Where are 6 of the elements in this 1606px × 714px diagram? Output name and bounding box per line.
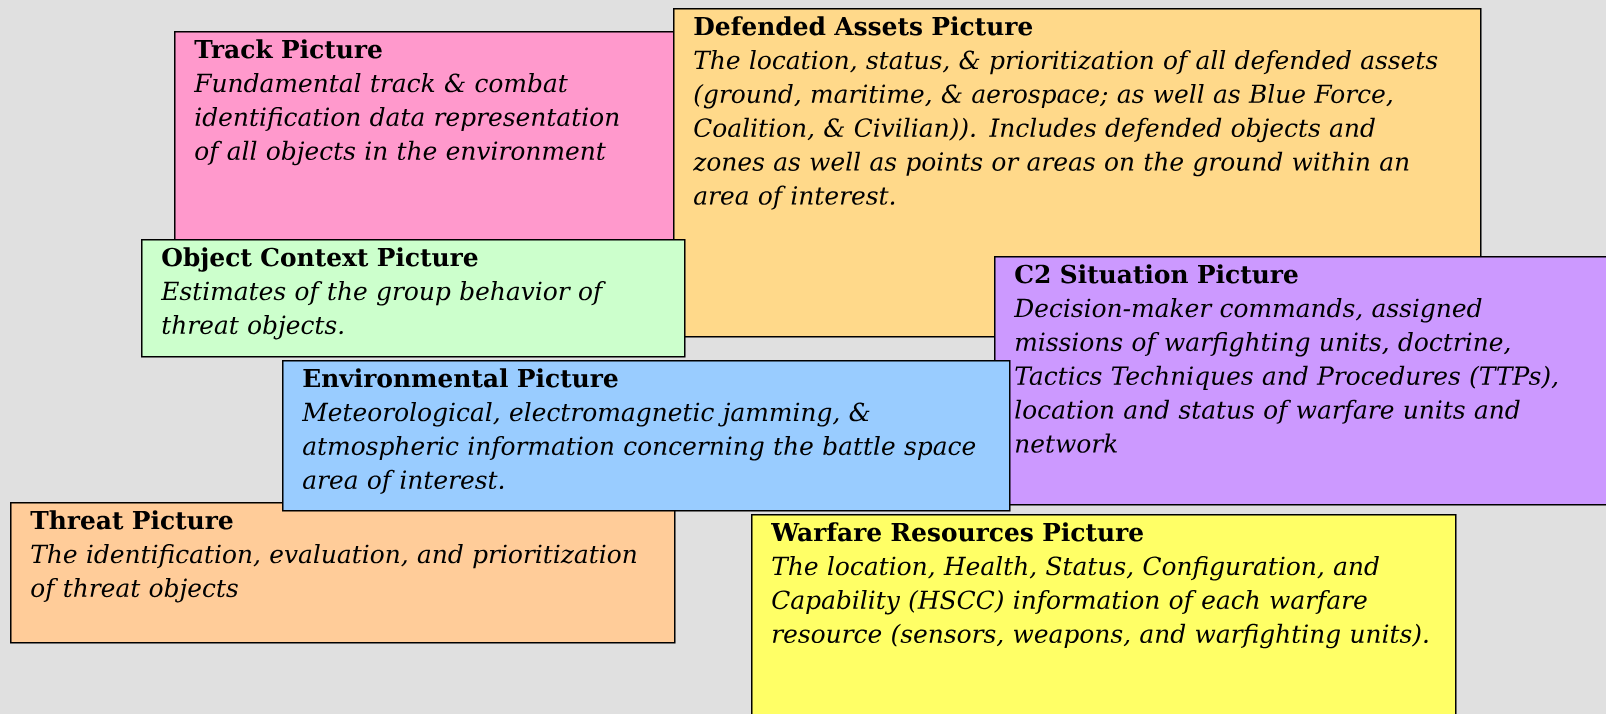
text-box: Threat Picture The identification, evaluation, and prioritization of threat objects (10, 502, 676, 644)
text-box: C2 Situation Picture Decision-maker commands, assigned missions of warfighting units, doctrine, Tactics Techniques and Procedures (TTPs), location and status of warfare units and network (994, 256, 1606, 506)
text-box: Track Picture Fundamental track & combat identification data representation of all objects in the environment (174, 31, 678, 248)
text-box: Object Context Picture Estimates of the group behavior of threat objects. (141, 239, 686, 358)
text-box: Warfare Resources Picture The location, Health, Status, Configuration, and Capability (HSCC) information of each warfare resource (sensors, weapons, and warfighting units). (751, 514, 1457, 714)
text-box: Environmental Picture Meteorological, electromagnetic jamming, & atmospheric information concerning the battle space area of interest. (282, 360, 1011, 512)
